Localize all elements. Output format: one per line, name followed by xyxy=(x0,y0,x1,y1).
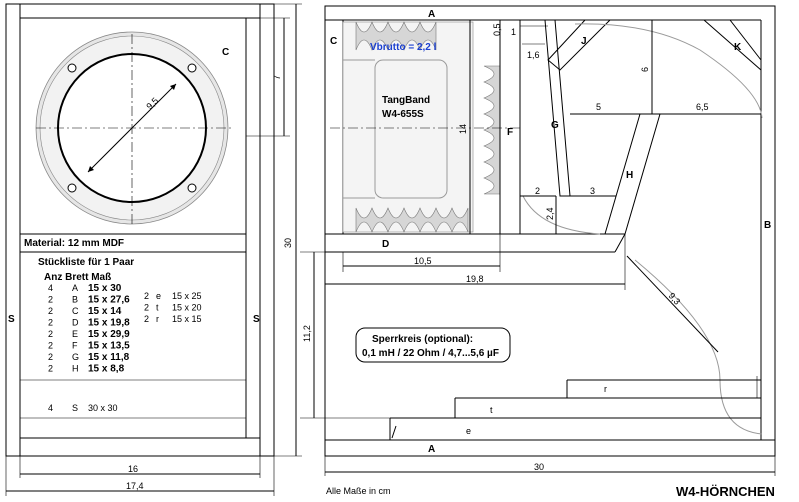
label-j: J xyxy=(581,36,587,47)
label-c-front: C xyxy=(222,47,229,58)
parts-extra-qty: 2 xyxy=(144,314,149,324)
parts-row-id: G xyxy=(72,352,79,362)
dim-d3: 3 xyxy=(590,186,595,196)
dim-d198: 19,8 xyxy=(466,274,484,284)
parts-extra-id: t xyxy=(156,303,159,313)
parts-extra-id: r xyxy=(156,314,159,324)
label-h: H xyxy=(626,170,633,181)
parts-row-qty: 2 xyxy=(48,352,53,362)
label-e: e xyxy=(466,426,471,436)
parts-row-qty: 2 xyxy=(48,295,53,305)
front-view: 9,5 C S S xyxy=(5,3,275,457)
dim-d05: 0,5 xyxy=(492,23,502,36)
parts-extra-size: 15 x 15 xyxy=(172,314,202,324)
sperrkreis-box: Sperrkreis (optional): 0,1 mH / 22 Ohm /… xyxy=(355,327,511,363)
parts-row-qty: 2 xyxy=(48,318,53,328)
s-row-qty: 4 xyxy=(48,403,53,413)
dim-d16: 1,6 xyxy=(527,50,540,60)
parts-row-id: D xyxy=(72,318,79,328)
parts-extra-id: e xyxy=(156,291,161,301)
parts-row-size: 15 x 11,8 xyxy=(88,352,130,363)
label-d: D xyxy=(382,239,389,250)
parts-extra-qty: 2 xyxy=(144,303,149,313)
parts-row-id: E xyxy=(72,329,78,339)
s-row-id: S xyxy=(72,403,78,413)
dim-d14: 14 xyxy=(458,124,468,134)
parts-row-id: H xyxy=(72,364,79,374)
s-row-size: 30 x 30 xyxy=(88,403,118,413)
parts-row-qty: 2 xyxy=(48,306,53,316)
parts-row-size: 15 x 19,8 xyxy=(88,318,130,329)
drawing-title: W4-HÖRNCHEN xyxy=(676,484,775,499)
sperr-title: Sperrkreis (optional): xyxy=(372,334,473,345)
label-s-left: S xyxy=(8,314,15,325)
parts-row-id: B xyxy=(72,295,78,305)
parts-row-size: 15 x 30 xyxy=(88,283,122,294)
parts-row-size: 15 x 27,6 xyxy=(88,295,130,306)
side-dimensions: 0,5 1 1,6 6 5 6,5 14 2 3 2,4 10,5 19,8 9… xyxy=(300,20,776,476)
dim-outer-width: 17,4 xyxy=(126,481,144,491)
label-f: F xyxy=(507,127,513,138)
parts-row-size: 15 x 13,5 xyxy=(88,341,130,352)
parts-extra-size: 15 x 25 xyxy=(172,291,202,301)
dim-d6: 6 xyxy=(640,67,650,72)
parts-row-id: A xyxy=(72,283,78,293)
parts-row-size: 15 x 29,9 xyxy=(88,329,130,340)
parts-row-qty: 2 xyxy=(48,364,53,374)
dim-d2: 2 xyxy=(535,186,540,196)
parts-row-qty: 2 xyxy=(48,329,53,339)
dim-inner-width: 16 xyxy=(128,464,138,474)
dim-d112: 11,2 xyxy=(302,325,312,342)
label-b: B xyxy=(764,220,771,231)
label-c-side: C xyxy=(330,36,337,47)
driver-line1: TangBand xyxy=(382,95,430,106)
dim-d1: 1 xyxy=(511,27,516,37)
label-t: t xyxy=(490,405,493,415)
vbrutto-text: Vbrutto = 2,2 l xyxy=(370,42,437,53)
material-text: Material: 12 mm MDF xyxy=(24,238,124,249)
label-g: G xyxy=(551,120,559,131)
parts-row-qty: 4 xyxy=(48,283,53,293)
dim-height: 30 xyxy=(283,238,293,248)
parts-title: Stückliste für 1 Paar xyxy=(38,257,134,268)
label-a-bottom: A xyxy=(428,444,435,455)
sperr-value: 0,1 mH / 22 Ohm / 4,7...5,6 µF xyxy=(362,348,499,359)
parts-row-id: F xyxy=(72,341,78,351)
parts-row-size: 15 x 14 xyxy=(88,306,122,317)
parts-row-qty: 2 xyxy=(48,341,53,351)
label-r: r xyxy=(604,384,607,394)
parts-extra-size: 15 x 20 xyxy=(172,303,202,313)
front-dimensions: 7 30 16 17,4 xyxy=(5,3,302,496)
label-k: K xyxy=(734,42,742,53)
parts-extra-qty: 2 xyxy=(144,291,149,301)
units-note: Alle Maße in cm xyxy=(326,486,391,496)
dim-d65: 6,5 xyxy=(696,102,709,112)
parts-row-id: C xyxy=(72,306,79,316)
dim-d24: 2,4 xyxy=(545,207,555,220)
parts-row-size: 15 x 8,8 xyxy=(88,364,125,375)
label-s-right: S xyxy=(253,314,260,325)
dim-d30: 30 xyxy=(534,462,544,472)
driver-line2: W4-655S xyxy=(382,109,424,120)
dim-top: 7 xyxy=(272,75,282,80)
dim-d105: 10,5 xyxy=(414,256,432,266)
parts-list: Material: 12 mm MDF Stückliste für 1 Paa… xyxy=(24,238,202,413)
label-a-top: A xyxy=(428,9,435,20)
dim-d5: 5 xyxy=(596,102,601,112)
parts-header: Anz Brett Maß xyxy=(44,272,111,283)
